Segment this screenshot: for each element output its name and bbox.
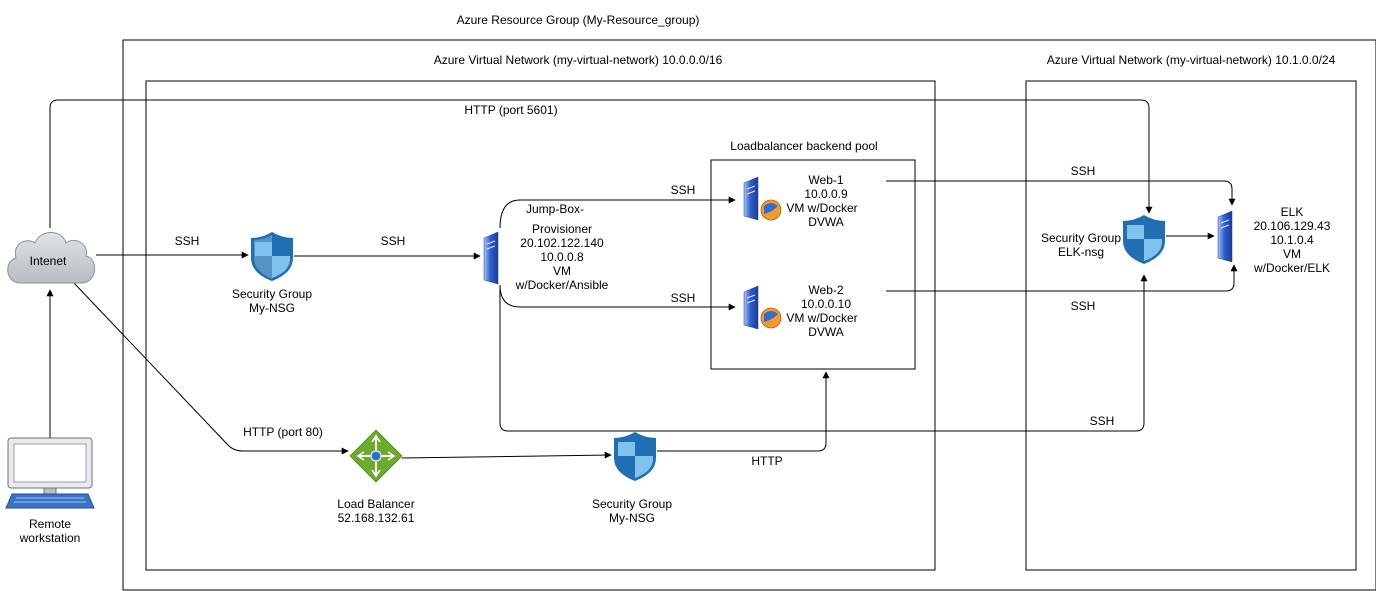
label-http-lb: HTTP: [751, 454, 782, 468]
shield-icon: [251, 232, 293, 281]
web2-line2: 10.0.0.10: [801, 297, 851, 311]
nsg-elk-line2: ELK-nsg: [1058, 245, 1104, 259]
vnet-main-title: Azure Virtual Network (my-virtual-networ…: [434, 53, 723, 67]
nsg-main-line1: Security Group: [232, 287, 312, 301]
shield-icon: [614, 432, 656, 481]
label-ssh-nsg-jump: SSH: [381, 234, 406, 248]
edge-jump-web1: [499, 196, 736, 229]
load-balancer-icon: [349, 429, 403, 483]
server-icon: [483, 231, 499, 285]
internet-label: Intenet: [30, 254, 67, 268]
edge-jump-elk-nsg: [499, 274, 1148, 432]
web1-line4: DVWA: [808, 215, 844, 229]
label-ssh-web1-elk: SSH: [1071, 164, 1096, 178]
cloud-icon: [7, 232, 95, 284]
label-ssh-jump-web2: SSH: [671, 291, 696, 305]
label-ssh-jump-elknsg: SSH: [1090, 414, 1115, 428]
web2-line3: VM w/Docker: [786, 311, 857, 325]
nsg-lb-line2: My-NSG: [609, 511, 655, 525]
jumpbox-line4: 10.0.0.8: [540, 250, 584, 264]
vnet-elk-box: [1025, 80, 1357, 571]
backend-pool-box: [710, 159, 916, 370]
server-icon: [1217, 210, 1233, 263]
edge-internet-lb: [72, 281, 349, 455]
backend-pool-title: Loadbalancer backend pool: [730, 139, 877, 153]
nsg-lb-line1: Security Group: [592, 497, 672, 511]
load-balancer-line2: 52.168.132.61: [338, 511, 415, 525]
jumpbox-line2: Provisioner: [532, 222, 592, 236]
edge-http-5601: [49, 99, 1153, 228]
edge-nsg-backend: [657, 371, 830, 452]
web1-line1: Web-1: [808, 173, 843, 187]
shield-icon: [1123, 215, 1165, 264]
edge-web2-elk: [886, 264, 1238, 292]
web1-line2: 10.0.0.9: [804, 187, 848, 201]
vnet-main-box: [145, 80, 936, 571]
web2-line4: DVWA: [808, 325, 844, 339]
computer-icon: [5, 437, 95, 509]
edge-lb-nsg: [401, 451, 612, 459]
jumpbox-line5: VM: [553, 264, 571, 278]
elk-line4: VM: [1283, 247, 1301, 261]
vnet-elk-title: Azure Virtual Network (my-virtual-networ…: [1047, 53, 1336, 67]
nsg-elk-line1: Security Group: [1041, 231, 1121, 245]
label-ssh-internet-nsg: SSH: [175, 234, 200, 248]
edge-web1-elk: [886, 180, 1236, 206]
resource-group-title: Azure Resource Group (My-Resource_group): [457, 13, 700, 27]
label-ssh-web2-elk: SSH: [1071, 299, 1096, 313]
elk-line5: w/Docker/ELK: [1253, 261, 1330, 275]
label-ssh-jump-web1: SSH: [671, 183, 696, 197]
elk-line2: 20.106.129.43: [1254, 219, 1331, 233]
resource-group-box: [122, 39, 1376, 591]
load-balancer-line1: Load Balancer: [337, 497, 414, 511]
web-server-icon: [743, 176, 782, 221]
web2-line1: Web-2: [808, 283, 843, 297]
web-server-icon: [743, 285, 782, 330]
web1-line3: VM w/Docker: [786, 201, 857, 215]
elk-line1: ELK: [1281, 205, 1304, 219]
jumpbox-line3: 20.102.122.140: [520, 236, 604, 250]
workstation-label-line1: Remote: [29, 517, 71, 531]
jumpbox-line1: Jump-Box-: [526, 202, 584, 216]
nsg-main-line2: My-NSG: [249, 301, 295, 315]
workstation-label-line2: workstation: [19, 531, 81, 545]
label-http-port80: HTTP (port 80): [243, 425, 323, 439]
label-http-5601: HTTP (port 5601): [464, 103, 557, 117]
elk-line3: 10.1.0.4: [1270, 233, 1314, 247]
jumpbox-line6: w/Docker/Ansible: [515, 278, 609, 292]
